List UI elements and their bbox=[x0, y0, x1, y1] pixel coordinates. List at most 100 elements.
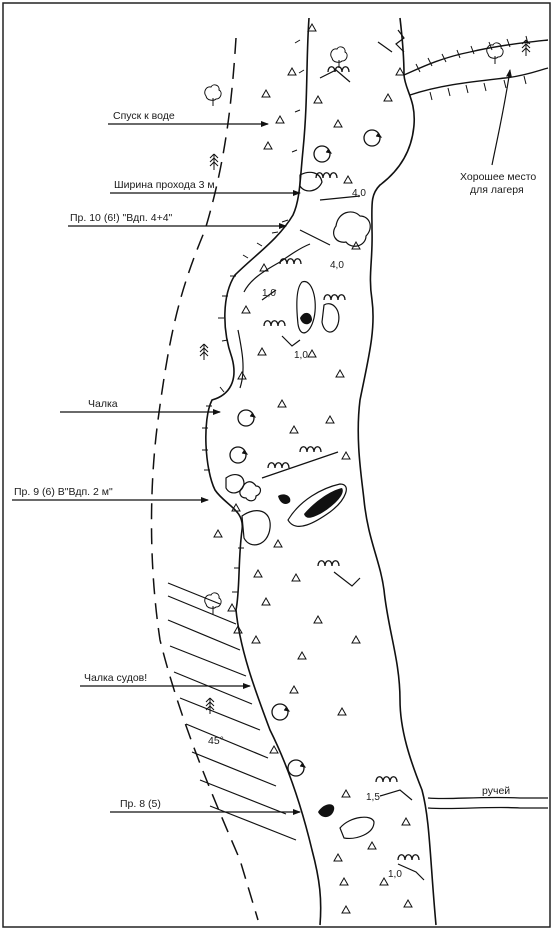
tree-icon bbox=[330, 46, 348, 69]
drop-height: 4,0 bbox=[330, 260, 344, 271]
stone-icon bbox=[273, 539, 283, 548]
stone-icon bbox=[383, 93, 393, 102]
stone-icon bbox=[257, 347, 267, 356]
drop-height: 1,0 bbox=[262, 288, 276, 299]
river-right-bank bbox=[357, 17, 437, 926]
eddy-icon bbox=[287, 759, 306, 777]
drop-lines bbox=[261, 29, 425, 881]
eddy-icon bbox=[271, 703, 290, 721]
wave-icon bbox=[299, 446, 322, 453]
label-rapid-8: Пр. 8 (5) bbox=[120, 798, 161, 810]
label-camp-line1: Хорошее место bbox=[460, 171, 536, 183]
stone-icon bbox=[403, 899, 413, 908]
wave-icon bbox=[323, 294, 346, 301]
stone-icon bbox=[351, 635, 361, 644]
stream-line-lower bbox=[427, 806, 548, 810]
stone-icon bbox=[333, 119, 343, 128]
tree-icon bbox=[204, 84, 222, 107]
wave-icon bbox=[317, 560, 340, 567]
fir-tree-icon bbox=[209, 153, 219, 171]
stone-icon bbox=[333, 853, 343, 862]
drop-height: 4,0 bbox=[352, 188, 366, 199]
label-rapid-10: Пр. 10 (6!) "Вдп. 4+4" bbox=[70, 212, 173, 224]
stone-icon bbox=[213, 529, 223, 538]
stone-icon bbox=[289, 425, 299, 434]
wave-icon bbox=[375, 776, 398, 783]
label-rapid-9: Пр. 9 (6) В"Вдп. 2 м" bbox=[14, 486, 113, 498]
bush-rock bbox=[333, 211, 371, 247]
stone-icon bbox=[297, 651, 307, 660]
stone-icon bbox=[335, 369, 345, 378]
shore-ticks bbox=[202, 39, 305, 593]
label-mooring-1: Чалка bbox=[88, 398, 118, 410]
stone-icon bbox=[379, 877, 389, 886]
stone-icon bbox=[339, 877, 349, 886]
label-camp-line2: для лагеря bbox=[470, 184, 524, 196]
stone-icon bbox=[343, 175, 353, 184]
stone-icon bbox=[275, 115, 285, 124]
boulder bbox=[304, 488, 343, 518]
eddy-icon bbox=[237, 409, 256, 427]
eddy-icon bbox=[313, 145, 332, 163]
stone-icon bbox=[337, 707, 347, 716]
drop-height: 1,0 bbox=[388, 869, 402, 880]
stone-icon bbox=[325, 415, 335, 424]
stone-icon bbox=[287, 67, 297, 76]
trail-dashed-line bbox=[150, 37, 259, 921]
stone-icon bbox=[395, 67, 405, 76]
bush-rock bbox=[239, 481, 262, 502]
stone-icon bbox=[313, 615, 323, 624]
fir-tree-icon bbox=[199, 343, 209, 361]
stream-line-upper bbox=[427, 796, 548, 800]
tree-icon bbox=[486, 42, 504, 65]
rock bbox=[299, 171, 323, 192]
stone-icon bbox=[261, 89, 271, 98]
eddy-icon bbox=[363, 129, 382, 147]
annotation-arrows bbox=[12, 69, 512, 815]
cliff-hatching bbox=[167, 582, 297, 841]
stone-icon bbox=[289, 685, 299, 694]
stone-icon bbox=[251, 635, 261, 644]
stone-icon bbox=[367, 841, 377, 850]
stone-icon bbox=[307, 349, 317, 358]
label-stream: ручей bbox=[482, 785, 510, 797]
drop-height: 1,0 bbox=[294, 350, 308, 361]
stone-icon bbox=[401, 817, 411, 826]
stone-icon bbox=[263, 141, 273, 150]
label-angle: 45° bbox=[208, 735, 224, 747]
eddy-icon bbox=[229, 446, 248, 464]
fir-tree-icon bbox=[521, 39, 531, 57]
stone-icon bbox=[227, 603, 237, 612]
wave-icon bbox=[397, 854, 420, 861]
stone-icon bbox=[241, 305, 251, 314]
label-mooring-boats: Чалка судов! bbox=[84, 672, 147, 684]
boulder bbox=[278, 494, 291, 504]
stone-icon bbox=[341, 789, 351, 798]
rock bbox=[225, 474, 245, 494]
tributary-bank-upper bbox=[403, 39, 549, 76]
wave-icon bbox=[263, 320, 286, 327]
stone-icon bbox=[341, 451, 351, 460]
label-passage-width: Ширина прохода 3 м bbox=[114, 179, 215, 191]
stone-icon bbox=[291, 573, 301, 582]
label-descent-to-water: Спуск к воде bbox=[113, 110, 175, 122]
boulder-outline bbox=[287, 483, 347, 527]
rock bbox=[241, 510, 271, 546]
boulder bbox=[300, 312, 312, 325]
tributary-bank-lower bbox=[409, 67, 549, 96]
stone-icon bbox=[277, 399, 287, 408]
stone-icon bbox=[269, 745, 279, 754]
boulder-outline bbox=[296, 281, 316, 334]
boulder-outline bbox=[339, 816, 375, 839]
stone-icon bbox=[253, 569, 263, 578]
inner-bank-line-2 bbox=[237, 329, 244, 389]
wave-icon bbox=[267, 462, 290, 469]
boulder-outline bbox=[321, 303, 340, 333]
stone-icon bbox=[341, 905, 351, 914]
stone-icon bbox=[313, 95, 323, 104]
stone-icon bbox=[261, 597, 271, 606]
drop-height: 1,5 bbox=[366, 792, 380, 803]
